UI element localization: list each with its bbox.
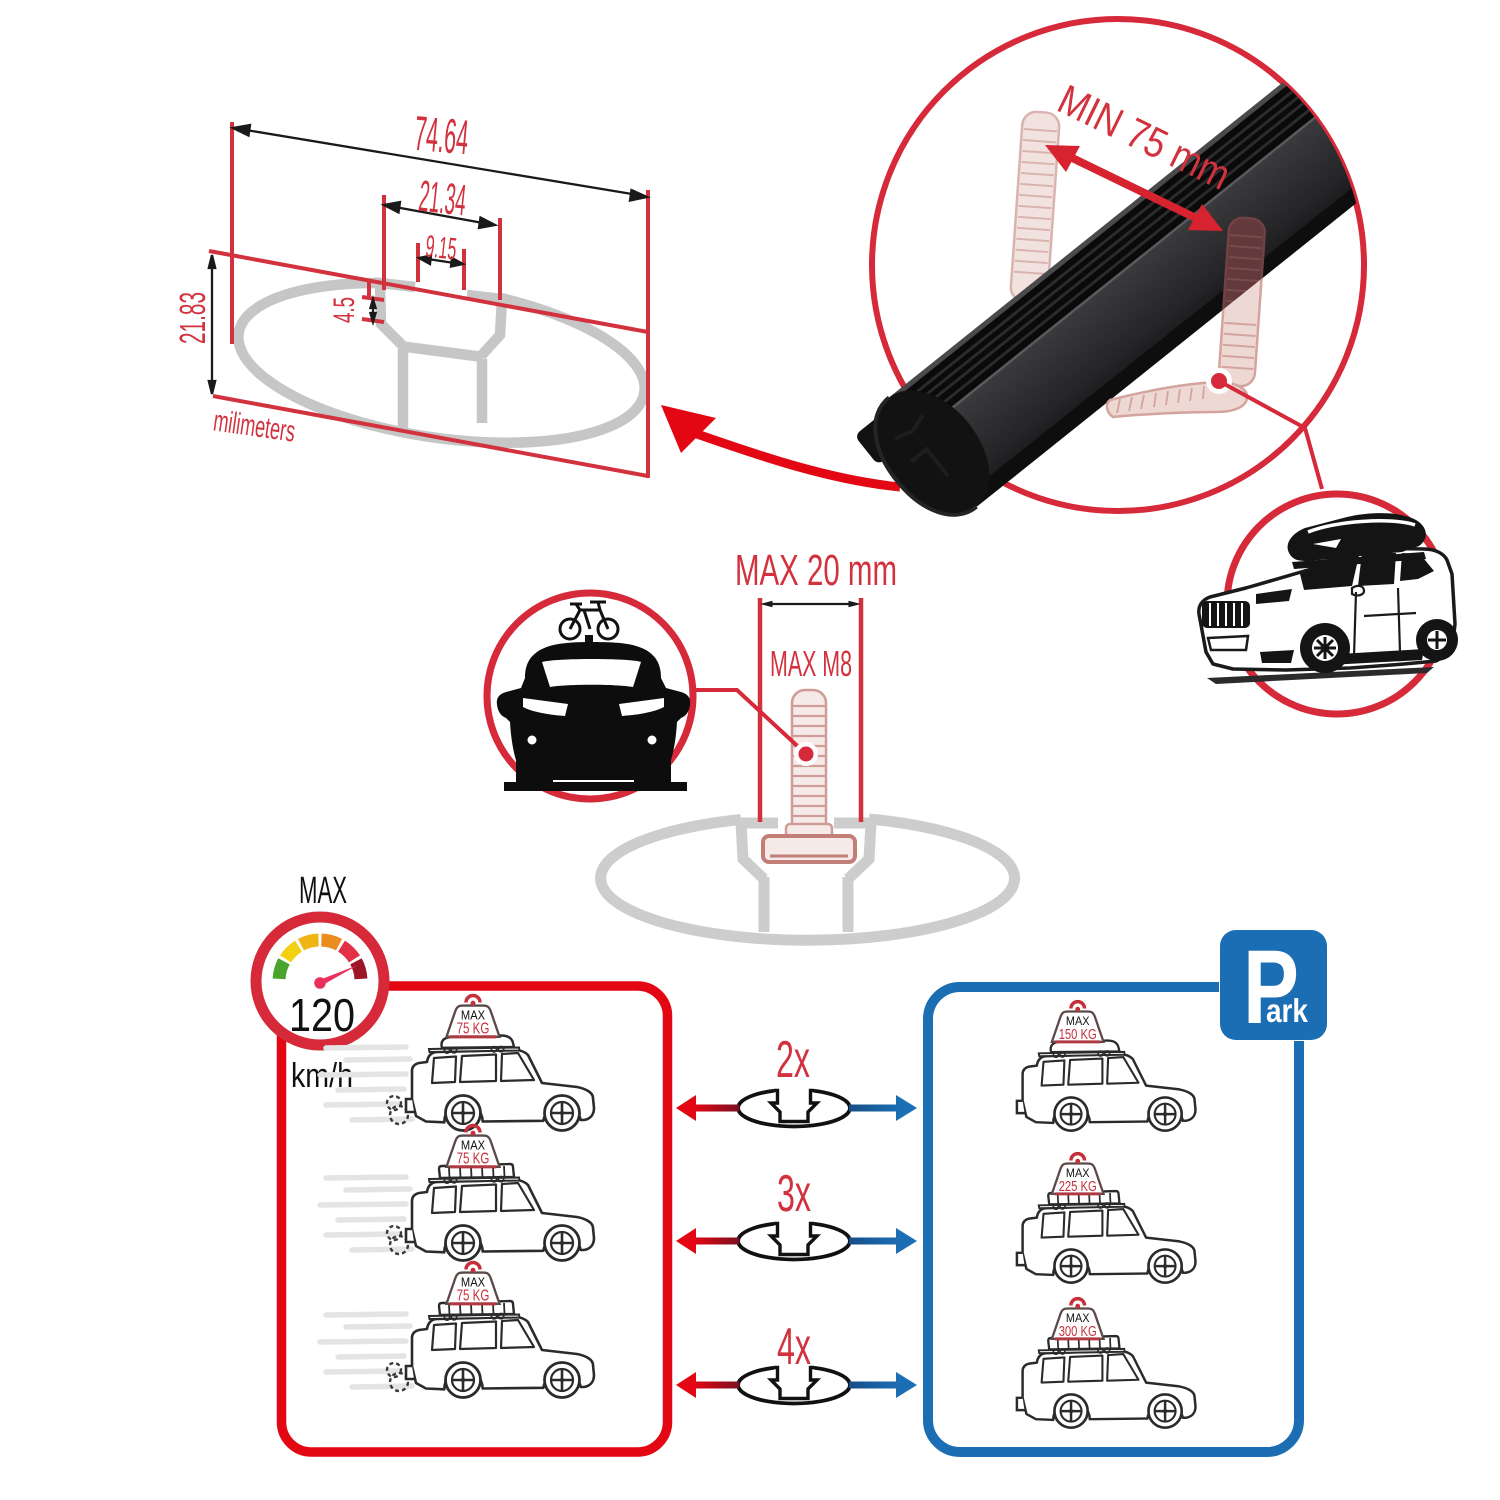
svg-text:MAX: MAX [461,1139,486,1153]
svg-text:ark: ark [1266,992,1309,1029]
svg-text:4x: 4x [777,1318,811,1376]
svg-text:74.64: 74.64 [412,107,471,166]
svg-text:150 KG: 150 KG [1059,1026,1097,1043]
svg-text:4.5: 4.5 [328,297,361,323]
svg-text:120: 120 [289,989,355,1041]
svg-text:MAX M8: MAX M8 [770,643,852,684]
svg-text:21.83: 21.83 [172,292,213,344]
svg-text:MAX 20 mm: MAX 20 mm [735,546,897,595]
svg-text:MIN 75 mm: MIN 75 mm [1051,75,1238,198]
svg-text:P: P [1243,929,1299,1046]
svg-text:MAX: MAX [1066,1166,1090,1180]
svg-text:75 KG: 75 KG [457,1151,490,1168]
svg-text:225 KG: 225 KG [1059,1178,1097,1195]
svg-text:2x: 2x [776,1031,810,1089]
svg-text:300 KG: 300 KG [1059,1323,1097,1340]
svg-text:75 KG: 75 KG [457,1288,490,1305]
svg-text:9.15: 9.15 [424,229,458,267]
svg-text:MAX: MAX [461,1009,486,1023]
svg-text:MAX: MAX [461,1276,486,1290]
svg-text:MAX: MAX [1066,1311,1090,1325]
svg-text:75 KG: 75 KG [457,1021,490,1038]
svg-text:3x: 3x [777,1165,811,1223]
svg-text:MAX: MAX [299,870,347,912]
svg-text:milimeters: milimeters [211,405,297,449]
svg-text:21.34: 21.34 [417,172,469,226]
svg-text:MAX: MAX [1066,1014,1090,1028]
